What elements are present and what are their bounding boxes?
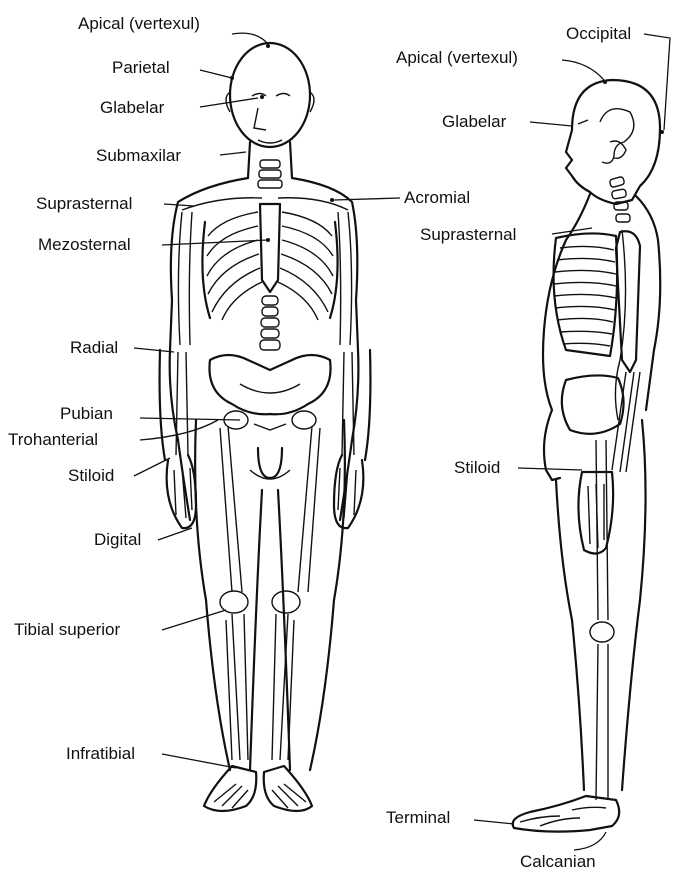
label-front-infratibial: Infratibial xyxy=(66,744,135,764)
front-head xyxy=(230,43,310,147)
label-front-stiloid: Stiloid xyxy=(68,466,114,486)
label-side-calcanian: Calcanian xyxy=(520,852,596,872)
label-front-mezosternal: Mezosternal xyxy=(38,235,131,255)
label-side-apical: Apical (vertexul) xyxy=(396,48,518,68)
label-front-submaxilar: Submaxilar xyxy=(96,146,181,166)
label-front-pubian: Pubian xyxy=(60,404,113,424)
label-front-acromial: Acromial xyxy=(404,188,470,208)
label-side-terminal: Terminal xyxy=(386,808,450,828)
side-head xyxy=(566,80,660,204)
label-side-stiloid: Stiloid xyxy=(454,458,500,478)
label-front-suprasternal: Suprasternal xyxy=(36,194,132,214)
side-leaders xyxy=(474,34,670,850)
label-side-glabelar: Glabelar xyxy=(442,112,506,132)
label-side-suprasternal: Suprasternal xyxy=(420,225,516,245)
label-front-tibial-superior: Tibial superior xyxy=(14,620,120,640)
side-figure xyxy=(513,80,661,832)
label-side-occipital: Occipital xyxy=(566,24,631,44)
label-front-parietal: Parietal xyxy=(112,58,170,78)
label-front-apical: Apical (vertexul) xyxy=(78,14,200,34)
label-front-glabelar: Glabelar xyxy=(100,98,164,118)
front-figure xyxy=(160,43,371,811)
label-front-digital: Digital xyxy=(94,530,141,550)
label-front-radial: Radial xyxy=(70,338,118,358)
label-front-trohanterial: Trohanterial xyxy=(8,430,98,450)
